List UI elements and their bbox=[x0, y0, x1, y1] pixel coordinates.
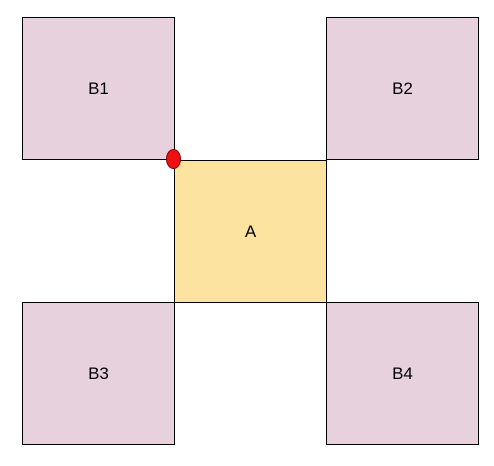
box-b1: B1 bbox=[22, 17, 175, 160]
box-b3-label: B3 bbox=[88, 364, 109, 383]
box-a: A bbox=[174, 160, 327, 303]
box-b4: B4 bbox=[326, 302, 479, 445]
box-a-label: A bbox=[244, 222, 257, 241]
corner-marker bbox=[166, 149, 181, 169]
box-b2-label: B2 bbox=[392, 79, 413, 98]
box-b4-label: B4 bbox=[392, 364, 413, 383]
box-b2: B2 bbox=[326, 17, 479, 160]
box-b3: B3 bbox=[22, 302, 175, 445]
box-b1-label: B1 bbox=[88, 79, 109, 98]
